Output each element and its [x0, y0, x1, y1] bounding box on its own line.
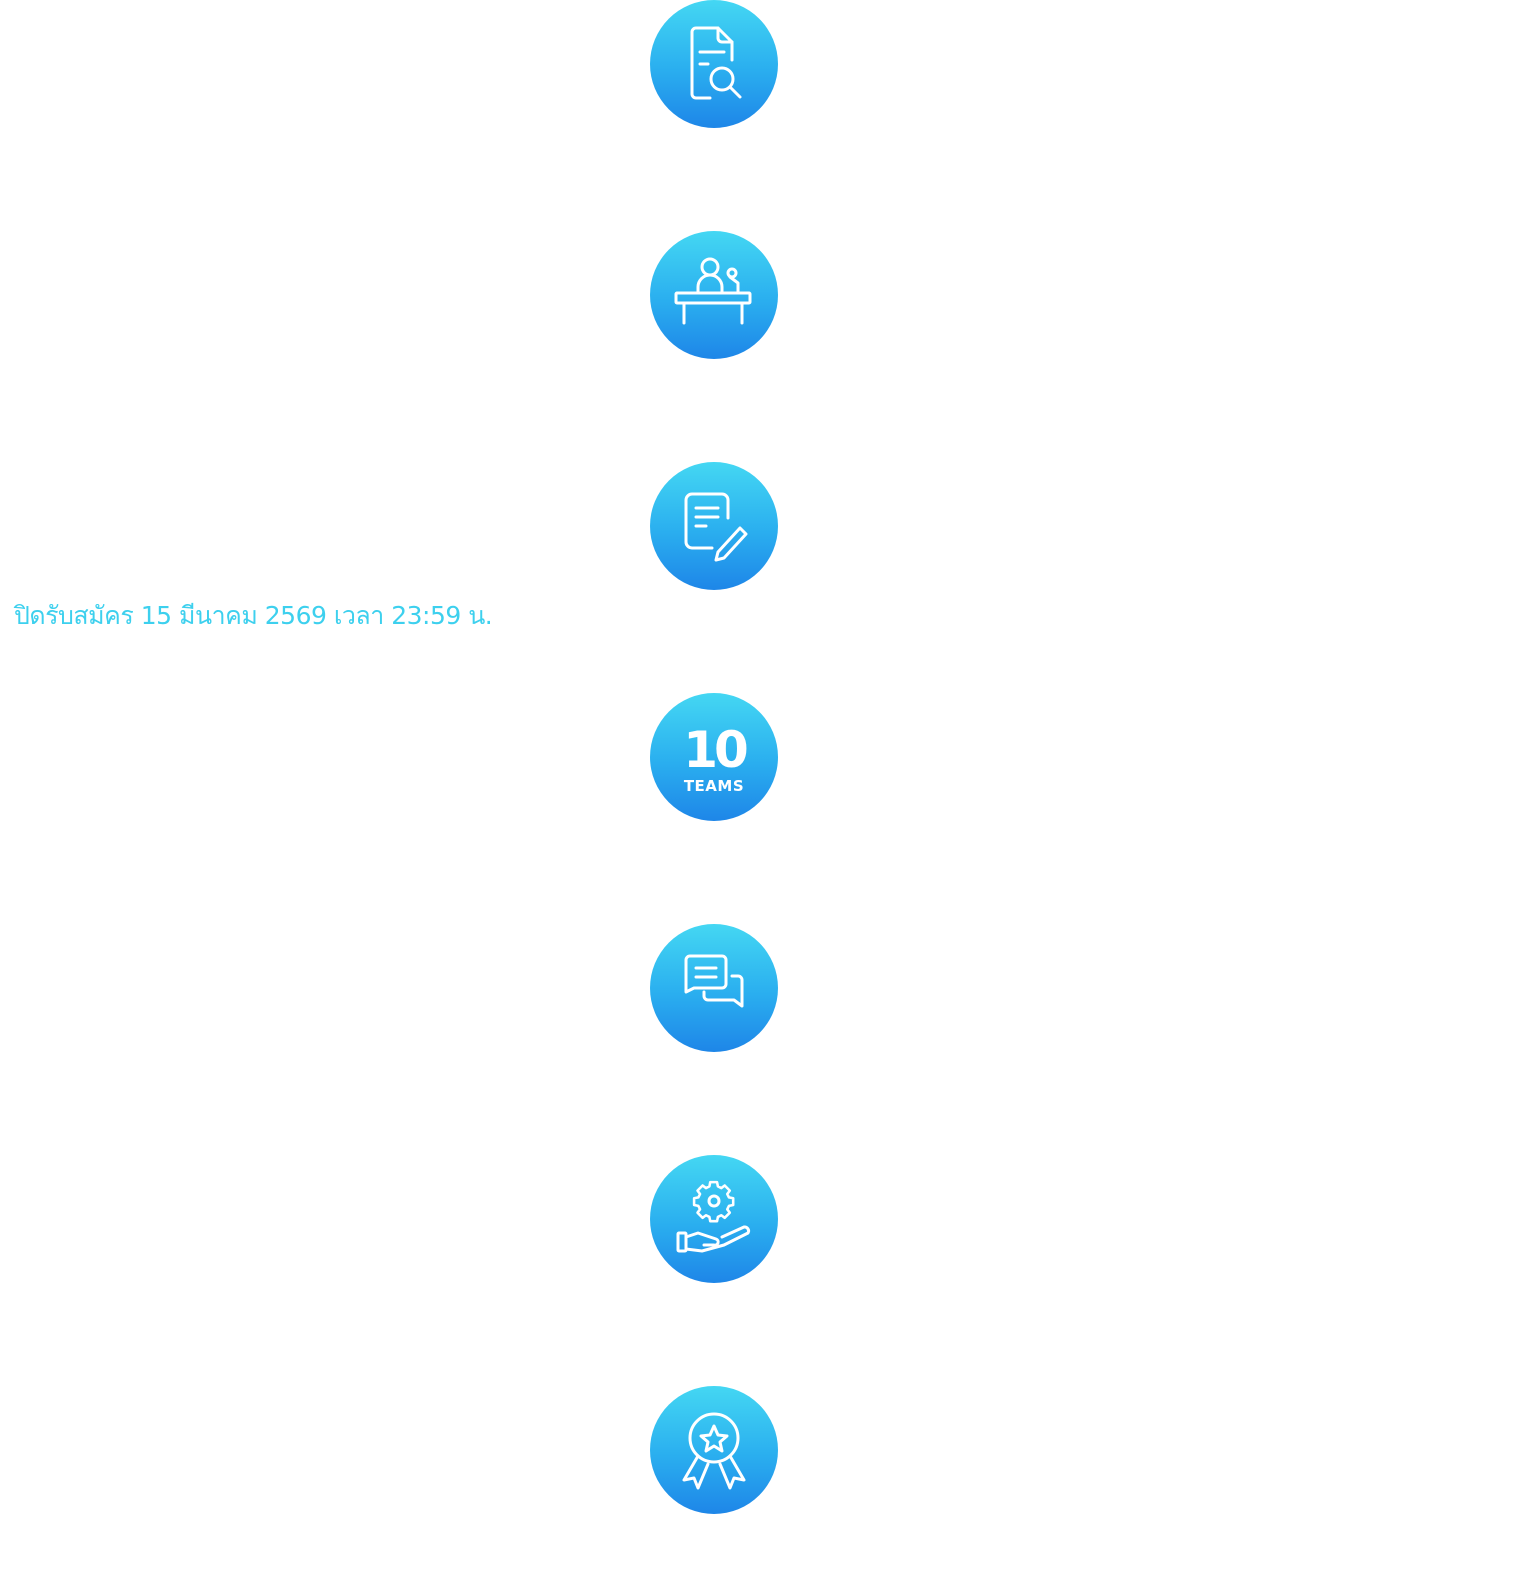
teams-label: TEAMS	[683, 776, 745, 795]
step-2-presentation	[650, 231, 778, 359]
document-edit-icon	[684, 492, 748, 562]
step-5-interview	[650, 924, 778, 1052]
teams-count-badge: 10 TEAMS	[683, 720, 749, 795]
document-search-icon	[690, 26, 742, 100]
step-1-review-documents	[650, 0, 778, 128]
teams-number: 10	[683, 720, 749, 779]
step-7-award	[650, 1386, 778, 1514]
presenter-desk-icon	[674, 257, 752, 325]
step-3-application-form	[650, 462, 778, 590]
registration-deadline-text: ปิดรับสมัคร 15 มีนาคม 2569 เวลา 23:59 น.	[14, 601, 493, 630]
award-badge-icon	[682, 1412, 746, 1490]
step-4-team-count: 10 TEAMS	[650, 693, 778, 821]
hand-gear-icon	[676, 1180, 751, 1253]
chat-bubbles-icon	[684, 954, 744, 1008]
step-6-support	[650, 1155, 778, 1283]
